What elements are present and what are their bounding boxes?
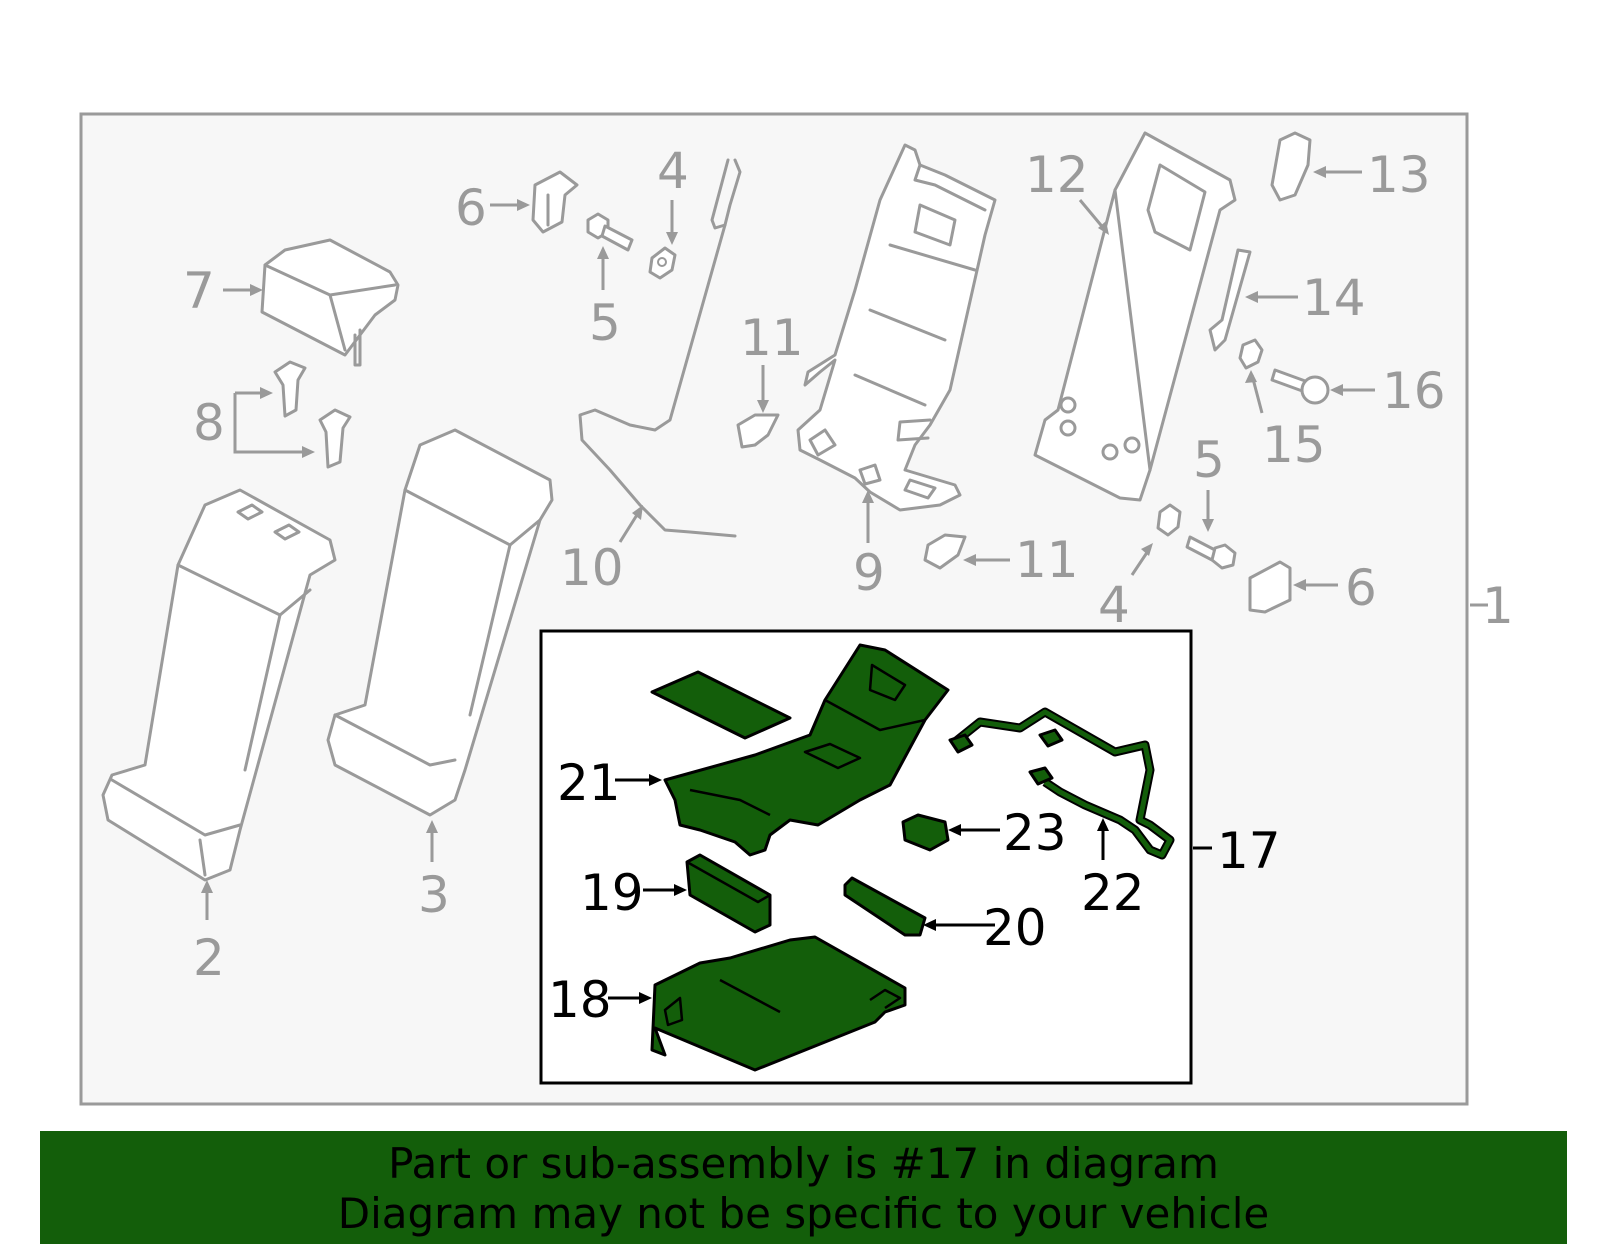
part-22-wire-harness — [948, 707, 1175, 860]
callout-8: 8 — [193, 394, 225, 452]
part-3-seatback-cover — [326, 428, 554, 817]
footer-line-1: Part or sub-assembly is #17 in diagram — [388, 1139, 1219, 1188]
part-14-trim-strip — [1208, 248, 1252, 352]
callout-15: 15 — [1262, 416, 1326, 474]
part-23-connector — [901, 813, 950, 852]
callout-3: 3 — [418, 866, 450, 924]
callout-19: 19 — [580, 864, 644, 922]
callout-14: 14 — [1302, 269, 1366, 327]
part-10-release-cable — [578, 158, 742, 538]
callout-13: 13 — [1367, 146, 1431, 204]
arrowheads-black — [639, 774, 1109, 1004]
callout-20: 20 — [983, 899, 1047, 957]
callout-21: 21 — [557, 754, 621, 812]
callout-5-top: 5 — [589, 294, 621, 352]
callout-23: 23 — [1003, 804, 1067, 862]
callout-4-top: 4 — [657, 142, 689, 200]
part-20-bracket — [843, 876, 927, 937]
callout-12: 12 — [1025, 146, 1089, 204]
part-21-armrest-assembly — [650, 643, 950, 857]
part-8-headrest-guides — [273, 360, 352, 469]
part-12-back-panel — [1033, 131, 1237, 502]
callout-11-lower: 11 — [1015, 531, 1079, 589]
callout-17: 17 — [1217, 822, 1281, 880]
part-9-seatback-frame — [796, 143, 997, 512]
leader-lines-black — [608, 778, 1212, 1000]
part-11-cover-lower — [923, 533, 967, 570]
part-5-bolt-lower — [1185, 535, 1237, 570]
callout-2: 2 — [193, 929, 225, 987]
part-2-seatback-cover — [101, 488, 337, 882]
callout-6-lower: 6 — [1345, 559, 1377, 617]
part-11-cover-top — [736, 413, 780, 449]
callout-16: 16 — [1382, 362, 1446, 420]
part-4-washer-lower — [1156, 503, 1182, 537]
callout-4-lower: 4 — [1098, 576, 1130, 634]
part-13-clip — [1270, 131, 1312, 202]
callouts-black: 17 18 19 20 21 22 23 — [548, 754, 1281, 1029]
callout-6-top: 6 — [455, 179, 487, 237]
footer-line-2: Diagram may not be specific to your vehi… — [337, 1189, 1270, 1238]
part-18-base — [650, 935, 907, 1072]
part-4-washer-top — [648, 246, 677, 280]
callout-11-top: 11 — [740, 309, 804, 367]
callout-7: 7 — [183, 262, 215, 320]
footer-banner: Part or sub-assembly is #17 in diagram D… — [40, 1131, 1567, 1244]
part-15-washer — [1238, 338, 1264, 370]
arrowheads-grey — [201, 166, 1343, 893]
callout-9: 9 — [853, 544, 885, 602]
part-5-bolt-top — [586, 212, 634, 252]
part-7-headrest — [260, 238, 400, 367]
callout-22: 22 — [1081, 864, 1145, 922]
part-6-clip-top — [531, 170, 579, 234]
part-16-screw — [1270, 368, 1330, 405]
callouts-grey: 1 2 3 4 4 5 5 6 6 7 8 9 10 11 11 12 13 1… — [183, 142, 1514, 987]
callout-10: 10 — [560, 539, 624, 597]
callout-1: 1 — [1482, 577, 1514, 635]
part-6-clip-lower — [1248, 560, 1292, 614]
callout-18: 18 — [548, 971, 612, 1029]
part-19-tray — [685, 853, 772, 934]
callout-5-lower: 5 — [1193, 431, 1225, 489]
